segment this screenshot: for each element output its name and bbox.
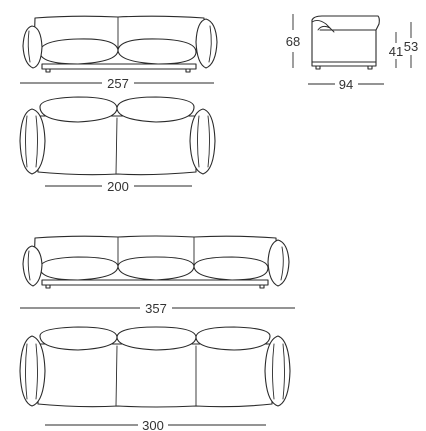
three-seat-top-arm-left (19, 335, 46, 407)
three-seat-top-back-left (39, 326, 118, 351)
two-seat-base (41, 63, 197, 70)
two-seat-top-arm-left (19, 108, 46, 175)
dimension-depth: 94 (308, 77, 384, 92)
dimension-height: 68 (286, 14, 300, 68)
three-seat-top-seat (37, 343, 273, 408)
dimension-two-seat-top: 200 (45, 179, 192, 194)
three-seat-base (41, 279, 269, 286)
two-seat-top-seat (37, 115, 197, 176)
dimension-seat-height: 41 (389, 32, 403, 68)
dimension-label: 357 (145, 301, 167, 316)
dimension-label: 94 (339, 77, 353, 92)
two-seat-front-view (22, 15, 218, 73)
three-seat-top-back-right (195, 326, 271, 351)
dimension-label: 53 (404, 39, 418, 54)
two-seat-cushion-left (39, 38, 119, 65)
dimension-label: 257 (107, 76, 129, 91)
three-seat-arm-left (22, 245, 43, 287)
dimension-arm-height: 53 (404, 22, 418, 68)
three-seat-front-view (22, 235, 290, 289)
dimension-two-seat-front: 257 (20, 76, 214, 91)
two-seat-arm-right (195, 18, 218, 69)
three-seat-top-arm-right (264, 335, 291, 407)
dimension-label: 300 (142, 418, 164, 431)
side-view (311, 15, 380, 70)
dimension-label: 200 (107, 179, 129, 194)
three-seat-cushion-right (193, 256, 269, 281)
two-seat-top-view (19, 96, 216, 176)
three-seat-cushion-left (39, 256, 119, 281)
side-body (311, 15, 380, 67)
two-seat-top-back-right (116, 96, 195, 123)
two-seat-arm-left (22, 25, 43, 69)
two-seat-cushion-right (117, 38, 197, 65)
two-seat-top-back-left (39, 96, 118, 123)
dimension-label: 68 (286, 34, 300, 49)
three-seat-cushion-middle (117, 256, 195, 281)
three-seat-top-back-middle (116, 326, 197, 351)
three-seat-top-view (19, 326, 291, 408)
dimension-label: 41 (389, 44, 403, 59)
three-seat-arm-right (267, 239, 290, 287)
dimension-three-seat-top: 300 (45, 418, 266, 431)
dimension-three-seat-front: 357 (20, 301, 295, 316)
two-seat-top-arm-right (189, 108, 216, 175)
